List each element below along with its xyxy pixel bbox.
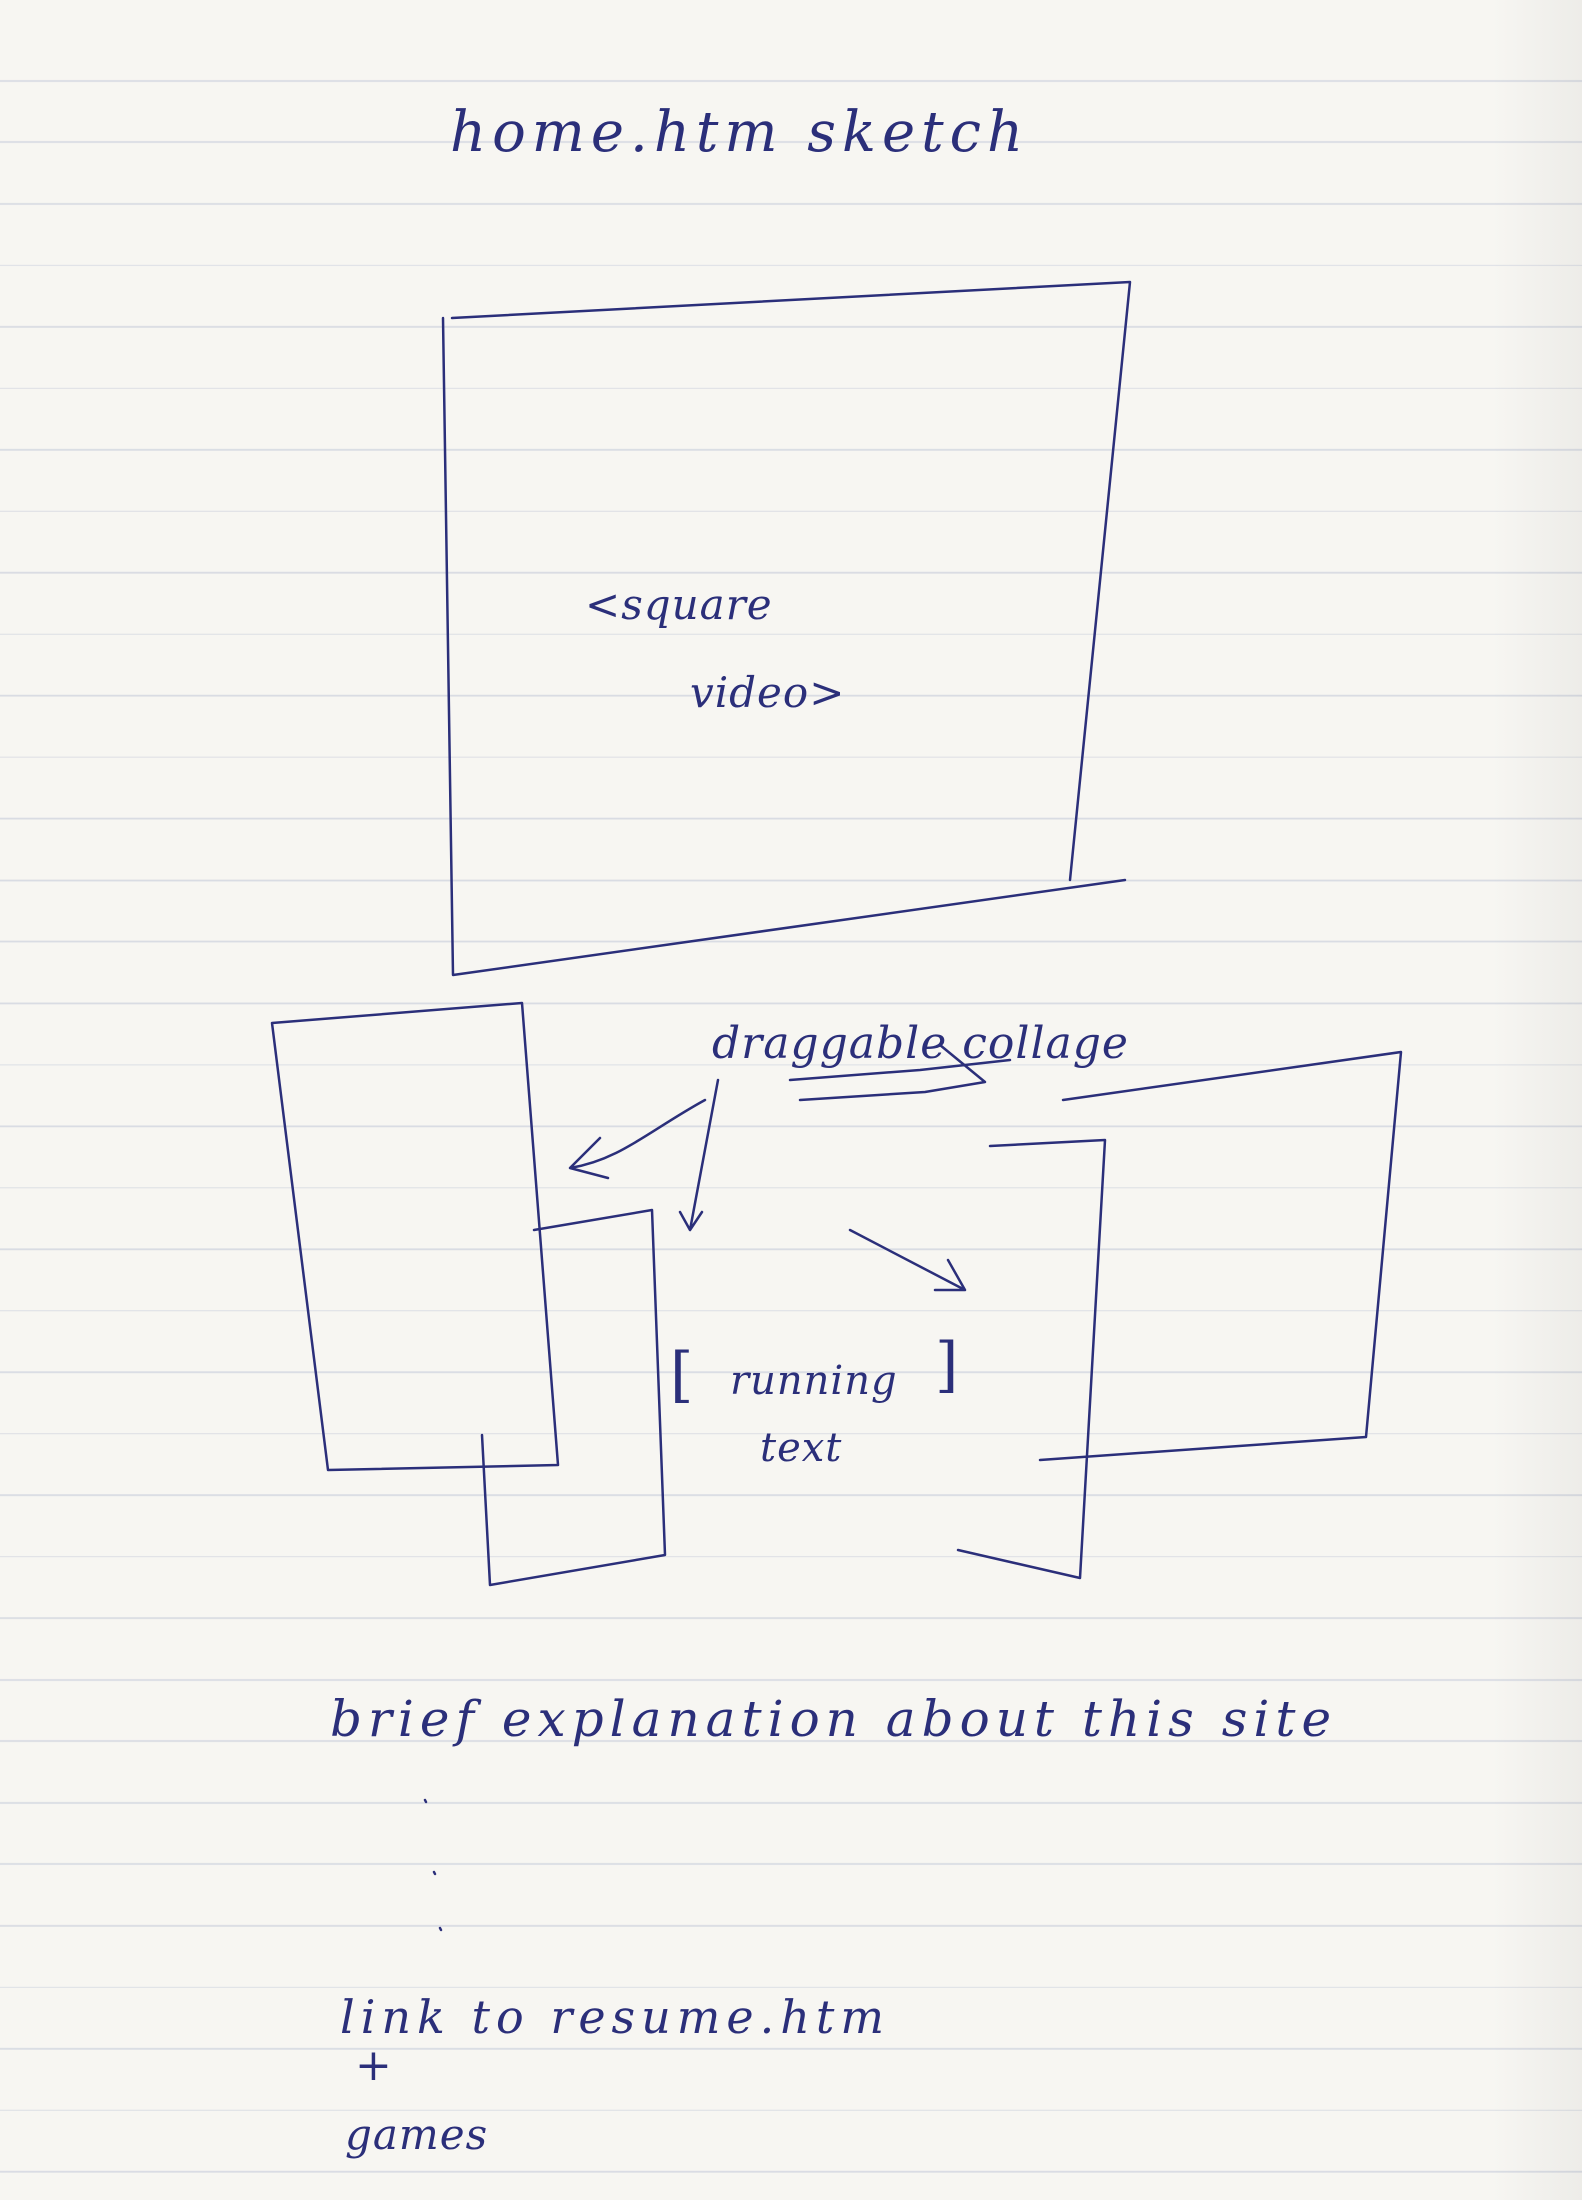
running-text-close: ] [935,1330,960,1400]
running-text-line1: running [730,1358,898,1404]
site-explanation: brief explanation about this site [330,1690,1338,1748]
arrow-right-top [788,1043,1012,1102]
resume-link-label: link to resume.htm [340,1990,890,2044]
games-label: games [345,2110,489,2159]
arrow-diagonal [848,1228,967,1292]
video-placeholder-line1: <square [585,580,773,629]
dot-trail [423,1798,443,1932]
spiral-binding [1492,0,1582,2200]
arrow-left [568,1098,707,1180]
running-text-open: [ [670,1340,695,1410]
collage-rect-right-1 [1038,1050,1403,1462]
running-text-line2: text [760,1425,843,1471]
page-title: home.htm sketch [450,100,1030,165]
plus-sign: + [355,2040,393,2091]
collage-rect-right-2 [956,1138,1107,1580]
collage-label: draggable collage [712,1018,1129,1069]
arrow-down [678,1078,720,1232]
collage-rect-left-2 [480,1208,667,1587]
collage-rect-left-1 [270,1001,560,1472]
video-placeholder-line2: video> [690,668,846,717]
video-box [441,280,1132,977]
